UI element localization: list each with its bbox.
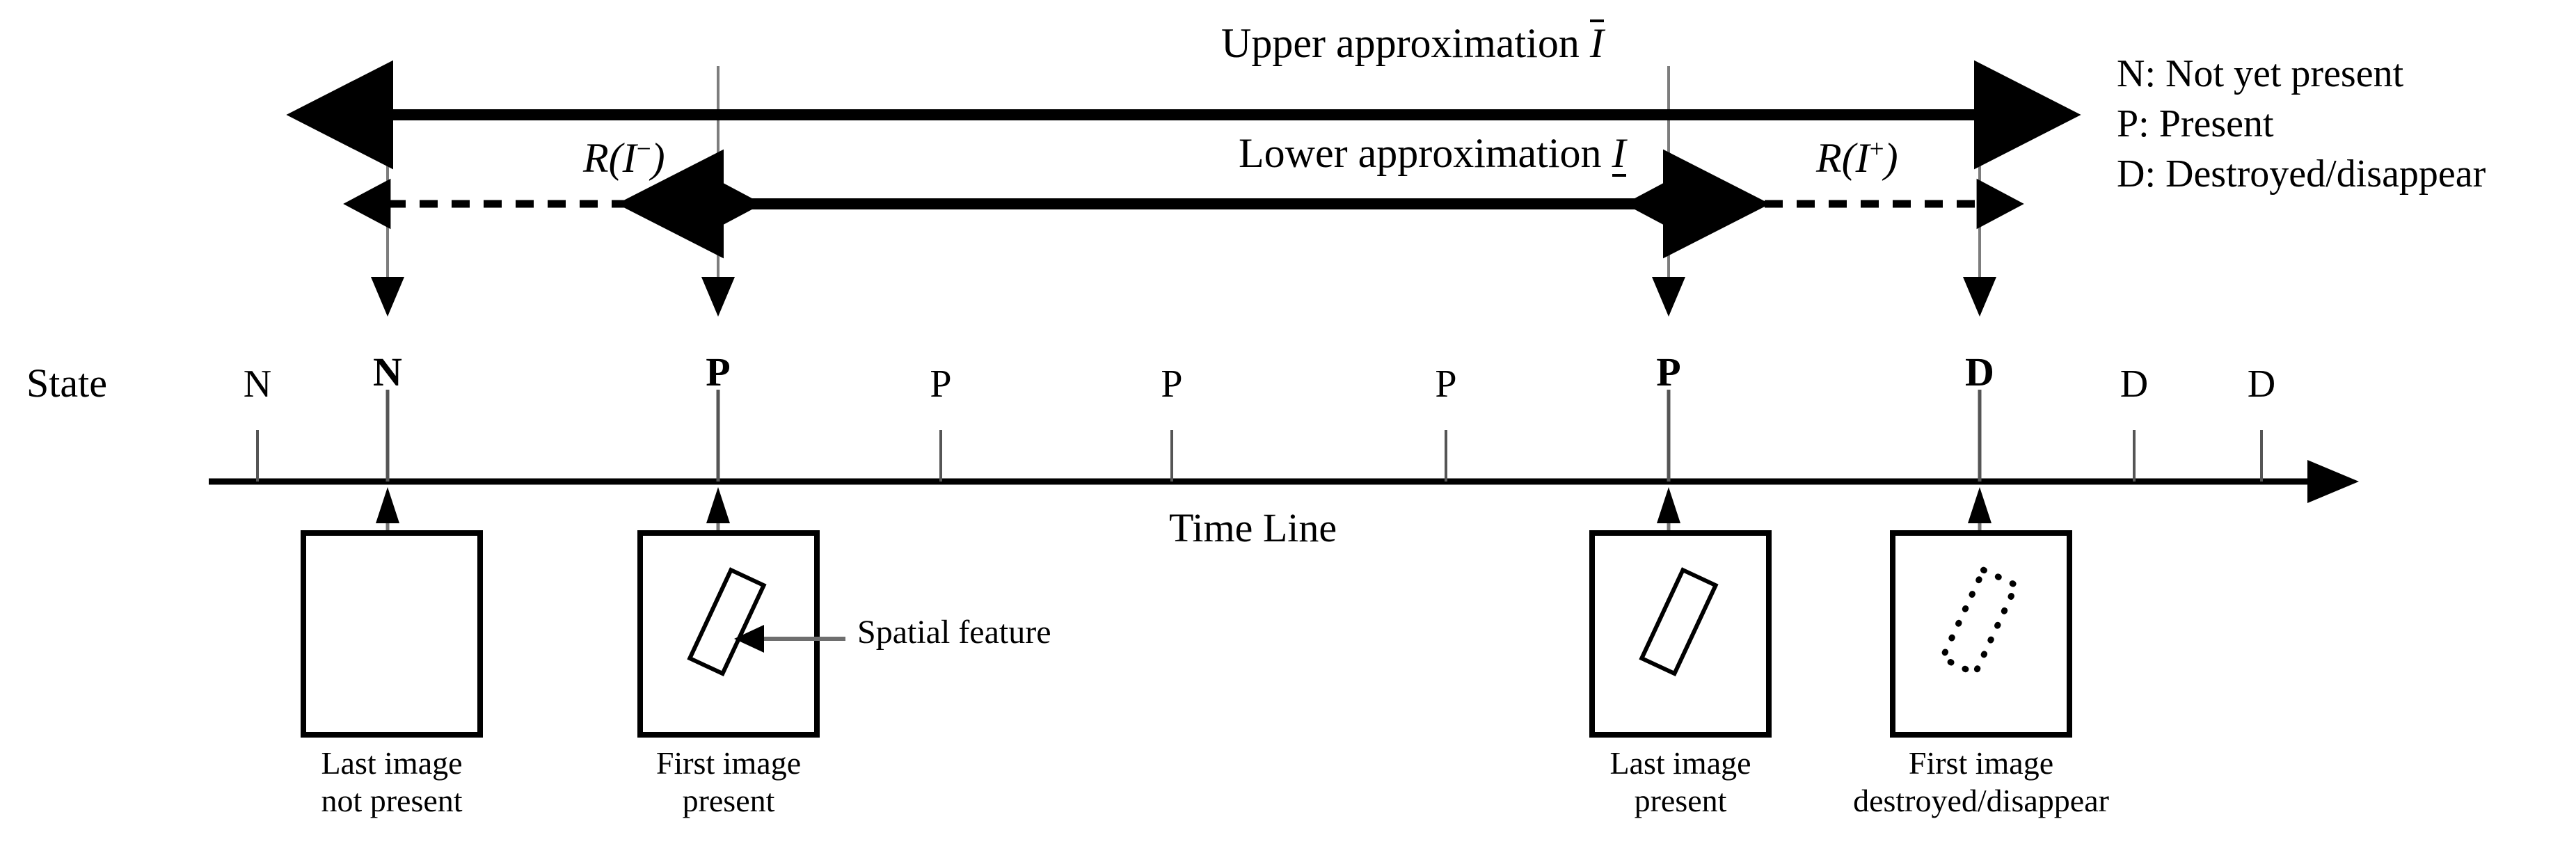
state-tick-label-p-2: P — [706, 349, 731, 395]
state-axis-label: State — [26, 360, 107, 406]
image-frame-first-image-destroyed — [1890, 530, 2072, 738]
rough-right-superscript: + — [1869, 135, 1884, 164]
state-tick-label-n-0: N — [243, 363, 272, 406]
state-tick-label-d-8: D — [2120, 363, 2149, 406]
lower-approximation-label: Lower approximation I — [1239, 130, 1626, 177]
spatial-feature-label: Spatial feature — [857, 614, 1051, 651]
rough-left-label: R(I−) — [583, 135, 665, 181]
timeline-axis — [209, 460, 2359, 503]
legend-item-not-yet-present: N: Not yet present — [2117, 52, 2404, 95]
state-tick-label-p-3: P — [930, 363, 952, 406]
frame-caption-first-image-present: First image present — [655, 745, 802, 819]
upper-approximation-label: Upper approximation I — [1221, 19, 1604, 66]
rough-right-label: R(I+) — [1816, 135, 1898, 181]
frame-caption-last-image-present: Last image present — [1609, 745, 1751, 819]
state-tick-label-p-5: P — [1435, 363, 1457, 406]
lower-approximation-symbol: I — [1612, 130, 1626, 177]
legend-item-present: P: Present — [2117, 102, 2274, 145]
spatial-feature-shape — [687, 567, 767, 677]
guide-arrowheads — [371, 277, 1996, 317]
spatial-feature-arrowhead — [734, 625, 764, 653]
image-frame-first-image-present — [637, 530, 820, 738]
timeline-label: Time Line — [1169, 505, 1337, 550]
frame-caption-last-image-not-present: Last image not present — [321, 745, 463, 819]
image-frames — [301, 530, 2072, 738]
upper-approximation-symbol: I — [1589, 19, 1604, 66]
legend-item-destroyed: D: Destroyed/disappear — [2117, 152, 2486, 196]
state-tick-label-p-6: P — [1656, 349, 1681, 395]
state-tick-label-d-9: D — [2247, 363, 2276, 406]
frame-caption-first-image-destroyed: First image destroyed/disappear — [1853, 745, 2109, 819]
state-tick-label-p-4: P — [1161, 363, 1183, 406]
image-frame-last-image-not-present — [301, 530, 483, 738]
timeline-ticks — [256, 390, 2263, 482]
state-tick-label-d-7: D — [1965, 349, 1994, 395]
timeline-axis-arrowhead — [2307, 460, 2359, 503]
spatial-feature-leader — [734, 625, 845, 653]
spatial-feature-shape — [1639, 567, 1719, 677]
image-frame-last-image-present — [1589, 530, 1772, 738]
state-tick-label-n-1: N — [373, 349, 402, 395]
rough-left-superscript: − — [636, 135, 651, 164]
